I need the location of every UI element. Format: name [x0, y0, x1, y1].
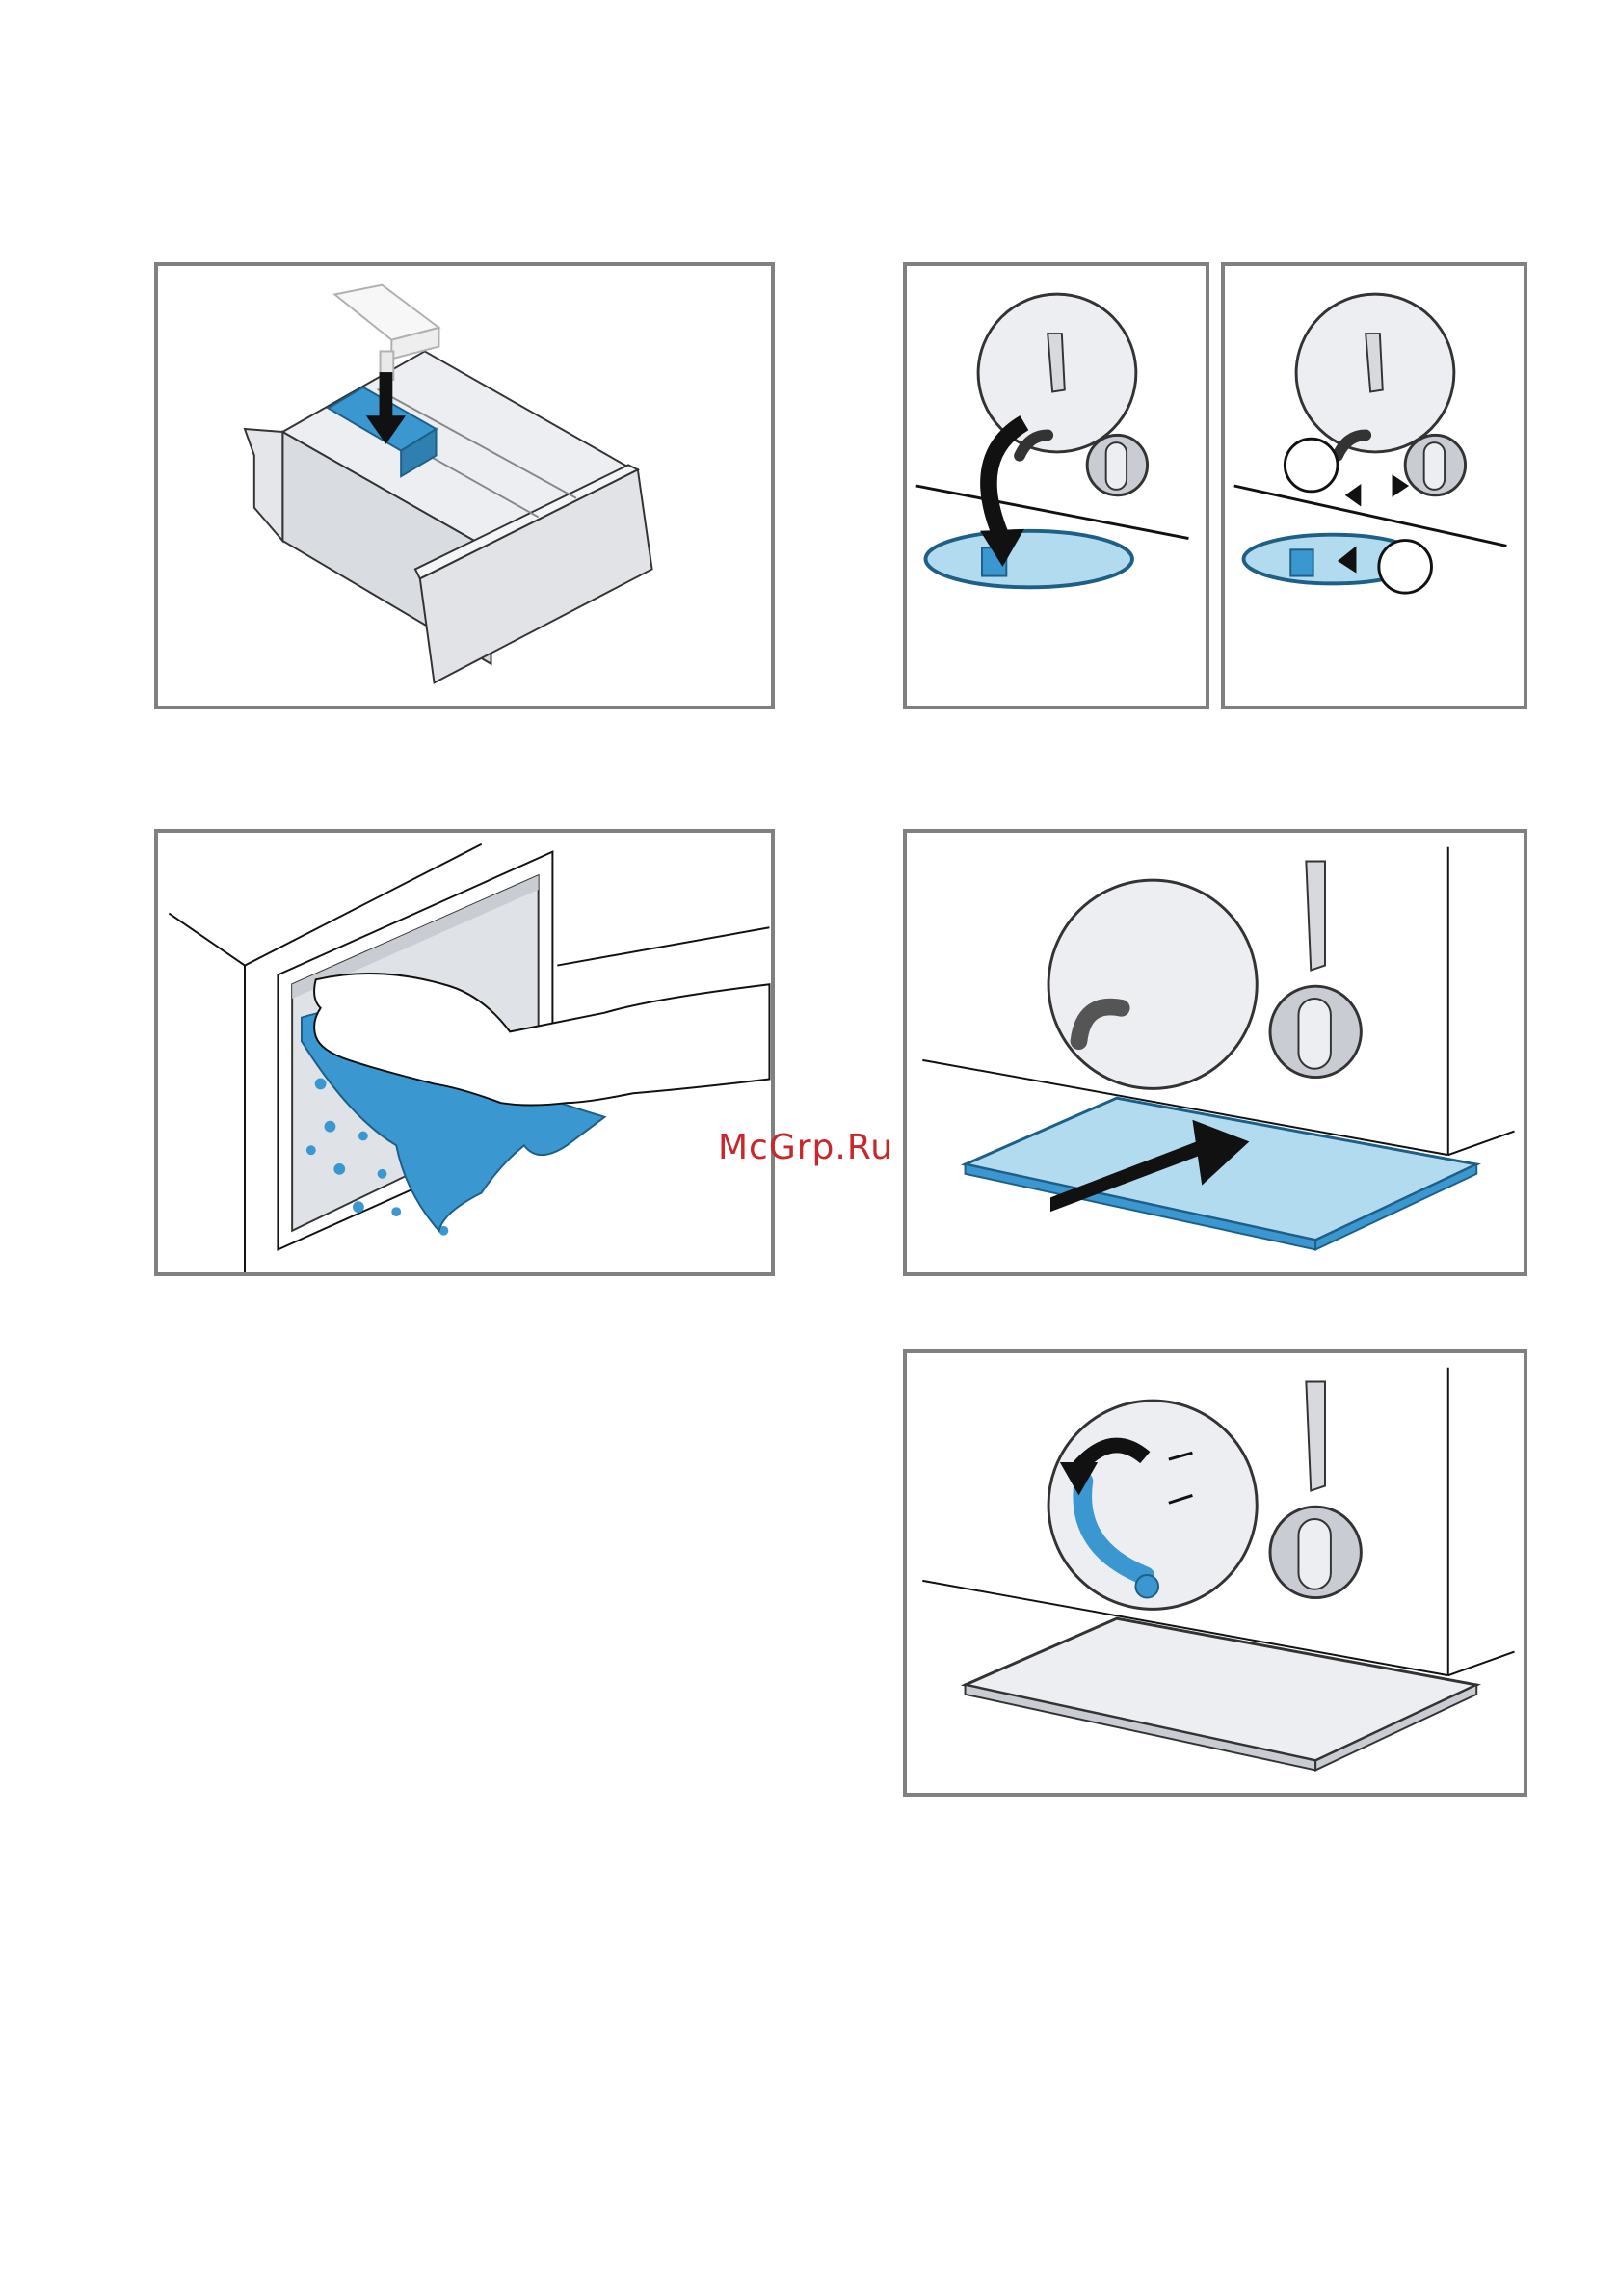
figure-pump-cover-open	[903, 262, 1209, 709]
pump-cover-open-illustration	[907, 266, 1206, 706]
detergent-drawer-illustration	[158, 266, 771, 706]
pump-cover-remove-illustration	[1225, 266, 1524, 706]
figure-tray-slide-under	[903, 829, 1527, 1276]
watermark-text: McGrp.Ru	[718, 1128, 893, 1167]
tray-slide-under-illustration	[907, 833, 1524, 1272]
hose-turn-down-illustration	[907, 1353, 1524, 1793]
figure-hose-turn-down	[903, 1349, 1527, 1797]
drawer-recess-wipe-illustration	[158, 833, 771, 1272]
figure-detergent-drawer	[154, 262, 775, 709]
figure-pump-cover-remove	[1221, 262, 1527, 709]
figure-drawer-recess-wipe	[154, 829, 775, 1276]
